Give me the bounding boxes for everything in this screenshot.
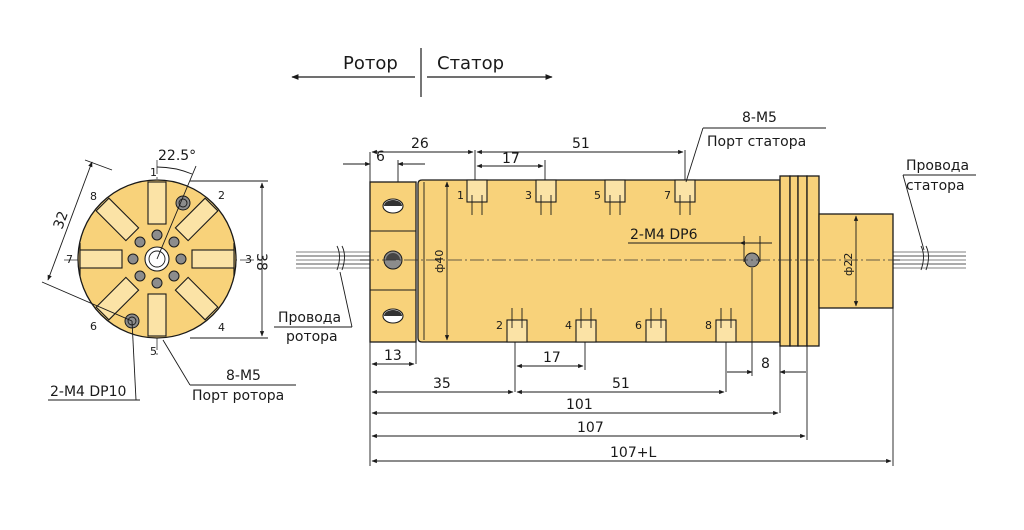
end-port-3: 3 (245, 253, 252, 266)
stator-wires-text-2: статора (906, 178, 965, 194)
dim-26: 26 (411, 136, 429, 152)
stator-port-5: 5 (594, 189, 601, 202)
diag-dim-line (47, 161, 93, 281)
stator-port-3: 3 (525, 189, 532, 202)
stator-port-7: 7 (664, 189, 671, 202)
end-view-port-slots (79, 181, 235, 337)
m4dp6-text: 2-M4 DP6 (630, 227, 698, 243)
rotor-label: Ротор (343, 53, 398, 74)
stator-wires (893, 245, 966, 271)
stator-body (417, 179, 781, 343)
rotor-wires-text-1: Провода (278, 310, 341, 326)
end-rings (779, 175, 820, 347)
m4-callout-text: 2-M4 DP10 (50, 384, 126, 400)
rotor-stator-header: Ротор Статор (291, 48, 553, 97)
dim-17-bottom: 17 (543, 350, 561, 366)
stator-port-1: 1 (457, 189, 464, 202)
stator-port-6: 6 (635, 319, 642, 332)
angle-ray (156, 165, 197, 260)
top-dimensions: 6 26 51 17 (343, 136, 686, 182)
stator-port-text: Порт статора (707, 134, 806, 150)
dim-107: 107 (577, 420, 604, 436)
rotor-wires (296, 245, 370, 271)
stator-port-8: 8 (705, 319, 712, 332)
rotor-flange (369, 181, 417, 343)
end-port-7: 7 (66, 253, 73, 266)
stator-wires-text-1: Провода (906, 158, 969, 174)
end-port-2: 2 (218, 189, 225, 202)
stator-m5-leader (685, 127, 704, 183)
bottom-dimensions: 13 17 35 51 8 101 107 107+L (369, 268, 894, 466)
dia40-text: ф40 (433, 250, 446, 273)
dim-101: 101 (566, 397, 593, 413)
m5-callout-text: 8-M5 (226, 368, 261, 384)
end-view: 1 2 3 4 5 6 7 8 22.5° 32 38 2-M4 DP10 8-… (41, 148, 296, 404)
rotor-wires-leader (339, 271, 353, 328)
stator-m5-text: 8-M5 (742, 110, 777, 126)
end-port-4: 4 (218, 321, 225, 334)
rotor-port-text: Порт ротора (192, 388, 284, 404)
dim-13: 13 (384, 348, 402, 364)
height-dim-text: 38 (253, 253, 269, 271)
end-port-5: 5 (150, 345, 157, 358)
diag-ext-2 (41, 281, 133, 322)
dim-8: 8 (761, 356, 770, 372)
angle-label: 22.5° (158, 148, 196, 164)
dim-35: 35 (433, 376, 451, 392)
diag-ext-1 (84, 159, 113, 171)
angle-arc (156, 166, 193, 175)
end-view-inner-holes (127, 229, 187, 289)
dia22-text: ф22 (842, 253, 855, 276)
stator-port-4: 4 (565, 319, 572, 332)
dim-17-top: 17 (502, 151, 520, 167)
m5-leader (162, 339, 191, 386)
rotor-wire-break (336, 245, 340, 271)
diag-dim-text: 32 (51, 209, 72, 231)
dim-107L: 107+L (610, 445, 656, 461)
end-view-center-bore-inner (148, 250, 166, 268)
m4-leader (131, 320, 137, 401)
dim-51-bottom: 51 (612, 376, 630, 392)
dim-51-top: 51 (572, 136, 590, 152)
end-port-6: 6 (90, 320, 97, 333)
dim-6: 6 (376, 149, 385, 165)
stator-label: Статор (437, 53, 504, 74)
stator-wires-leader (902, 174, 925, 251)
end-port-8: 8 (90, 190, 97, 203)
end-port-1: 1 (150, 166, 157, 179)
side-view: 1 3 5 7 2 4 6 8 ф40 ф22 2-M4 DP6 (274, 110, 976, 466)
stator-port-2: 2 (496, 319, 503, 332)
rotor-wires-text-2: ротора (286, 329, 338, 345)
